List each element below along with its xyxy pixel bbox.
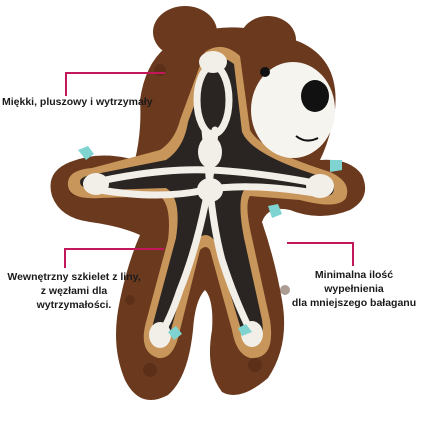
callout-line-filling-v bbox=[352, 242, 354, 266]
callout-plush: Miękki, pluszowy i wytrzymały bbox=[2, 95, 162, 109]
bear-snout bbox=[251, 62, 335, 158]
callout-line-plush-h bbox=[65, 72, 165, 74]
callout-filling-line2: dla mniejszego bałaganu bbox=[291, 297, 417, 310]
rope-knots bbox=[83, 51, 334, 348]
accent-patches bbox=[78, 146, 342, 340]
callout-skeleton-line1: Wewnętrzny szkielet z liny, bbox=[7, 271, 141, 283]
callout-filling: Minimalna ilość wypełnienia dla mniejsze… bbox=[284, 268, 424, 311]
callout-plush-text: Miękki, pluszowy i wytrzymały bbox=[2, 96, 153, 108]
callout-line-plush-v bbox=[65, 72, 67, 96]
callout-line-filling-h bbox=[287, 242, 353, 244]
callout-filling-line1: Minimalna ilość wypełnienia bbox=[314, 269, 394, 296]
callout-line-skeleton-v bbox=[64, 248, 66, 268]
callout-skeleton-line2: z węzłami dla wytrzymałości. bbox=[36, 285, 112, 312]
callout-skeleton: Wewnętrzny szkielet z liny, z węzłami dl… bbox=[4, 270, 144, 313]
callout-line-skeleton-h bbox=[64, 248, 164, 250]
